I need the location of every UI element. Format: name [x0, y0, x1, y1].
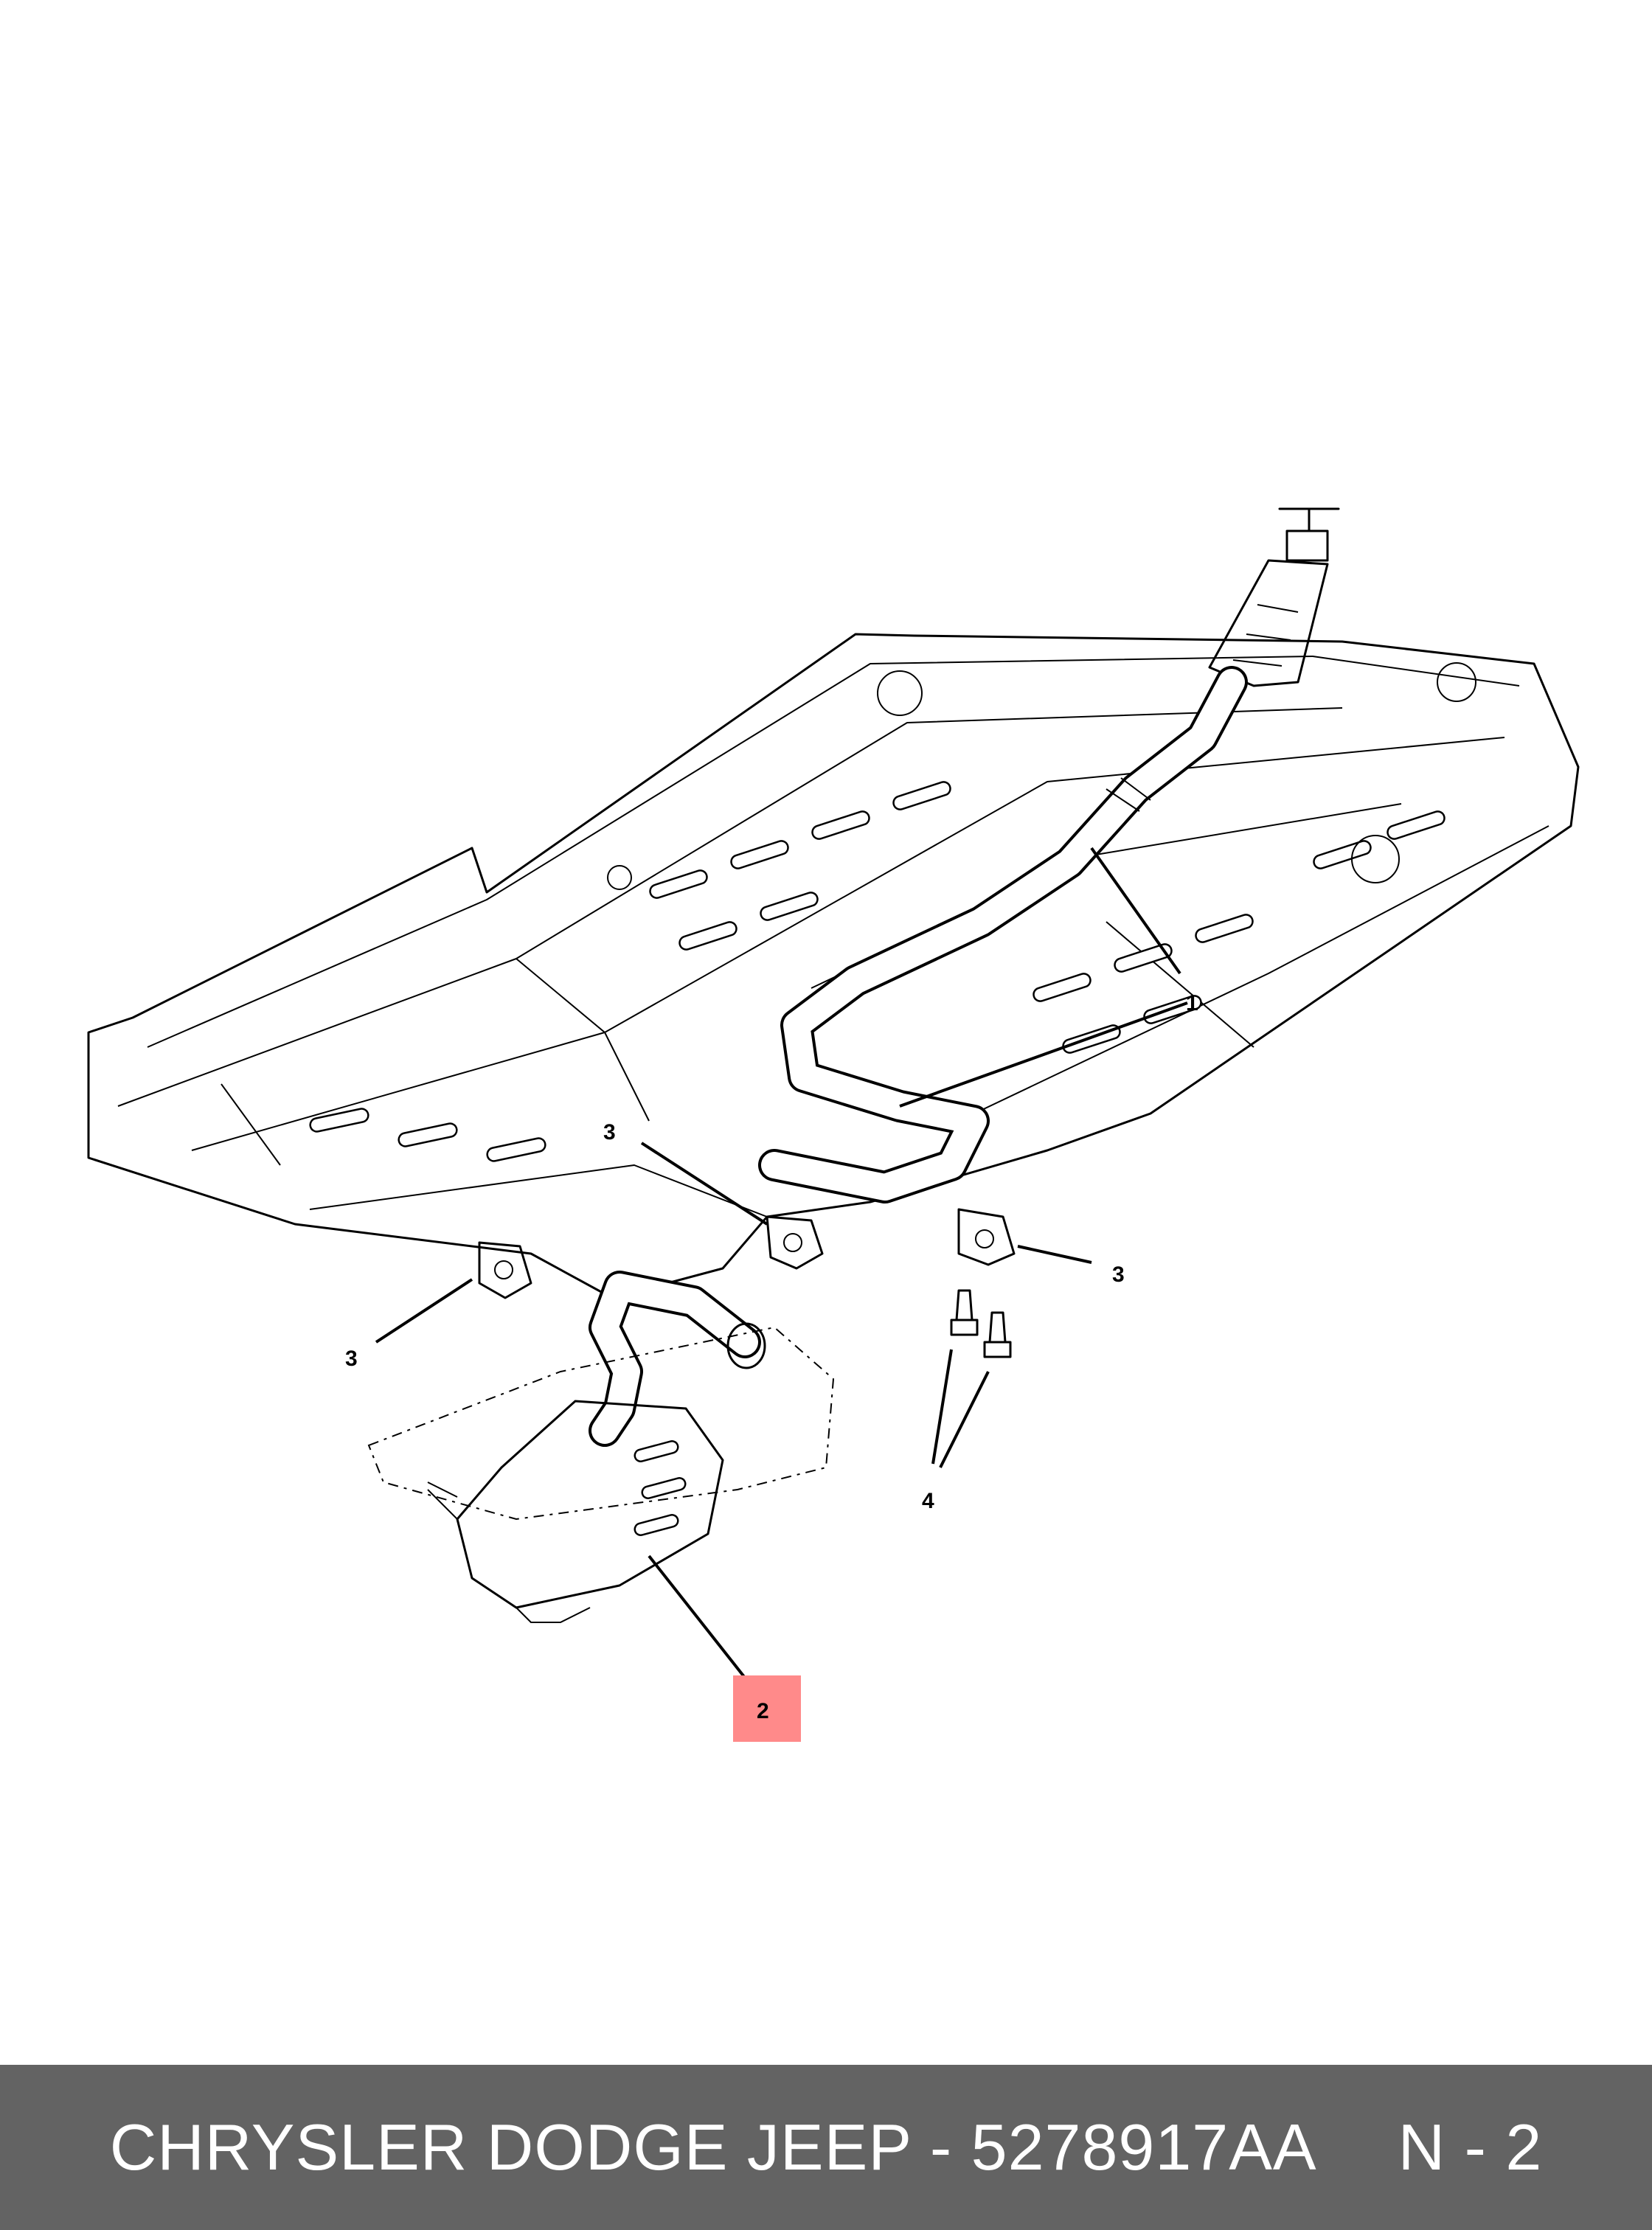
callout-3-left: 3 — [345, 1347, 358, 1371]
mounting-bolts — [950, 1289, 1012, 1358]
callout-2: 2 — [757, 1699, 769, 1723]
page-code: N - 2 — [1398, 2111, 1543, 2184]
callout-2-highlight — [733, 1675, 801, 1742]
exhaust-system-diagram: 1 2 3 3 3 4 — [87, 507, 1580, 1742]
floor-pan — [87, 633, 1580, 1299]
callout-3-right: 3 — [1112, 1262, 1125, 1287]
brand-part-number: CHRYSLER DODGE JEEP - 5278917AA — [109, 2111, 1317, 2184]
leader-lines — [375, 847, 1188, 1679]
hanger-isolators — [478, 1208, 1016, 1299]
exhaust-pipe-assembly — [758, 507, 1340, 1203]
footer-bar: CHRYSLER DODGE JEEP - 5278917AA N - 2 — [0, 2065, 1652, 2230]
muffler-assembly — [367, 1271, 835, 1623]
callout-3-upper: 3 — [603, 1120, 616, 1144]
callout-4: 4 — [922, 1489, 934, 1513]
callout-1: 1 — [1186, 991, 1198, 1015]
